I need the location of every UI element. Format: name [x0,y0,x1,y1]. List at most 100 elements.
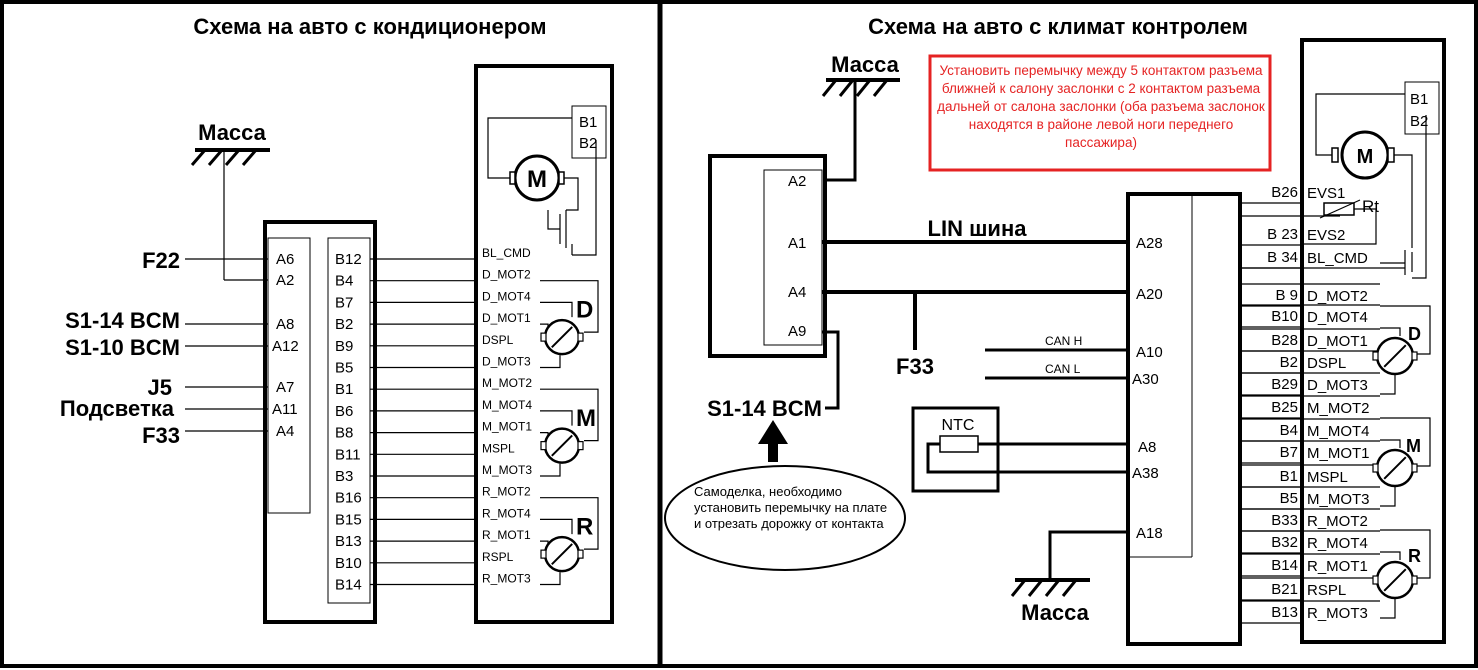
signal-label: D_MOT1 [1307,333,1368,350]
pin-label: A8 [276,316,294,333]
motor-lead [540,355,561,369]
motor-lead [540,463,561,477]
signal-label: R_MOT2 [482,485,531,499]
motor-loop [540,388,599,442]
signal-label: M_MOT2 [1307,400,1370,417]
motor-shaft [1383,456,1407,480]
pin-label: B8 [335,425,353,442]
input-j5: J5 [148,375,172,400]
pin-label: B9 [335,338,353,355]
right-control-unit [1126,192,1242,646]
left-control-unit [263,220,377,624]
motor-lead [1380,599,1396,619]
signal-label: M_MOT1 [1307,445,1370,462]
motor-lead [1380,375,1396,395]
pin-label: A4 [276,423,294,440]
right-ecu-connector [763,169,823,346]
pin-label: B3 [335,468,353,485]
right-damper-motors: DMR [1372,305,1431,619]
motor-label: D [1408,324,1421,344]
pin-label: B5 [335,360,353,377]
signal-label: D_MOT3 [482,355,531,369]
right-blower-pin: B1 [1410,91,1428,108]
signal-label: D_MOT4 [482,289,531,303]
motor-lead [540,301,573,318]
motor-loop [1380,417,1431,467]
right-ctrl-pins: A28 A20 A10 A30 A8 A38 A18 [1132,235,1163,542]
pin-label: B4 [335,273,353,290]
left-blower-connector [571,105,607,159]
pin-label: A7 [276,379,294,396]
pin-label: B28 [1271,332,1298,349]
left-actuator-box [474,64,614,624]
motor-lead [540,323,549,328]
signal-label: R_MOT2 [1307,513,1368,530]
ecu-pin: A4 [788,284,806,301]
signal-label: BL_CMD [1307,250,1368,267]
motor-lead [540,572,561,586]
right-blower-pin: B2 [1410,113,1428,130]
left-damper-motors: DMR [540,280,599,586]
left-ground-label: Масса [198,120,267,145]
signal-label: R_MOT1 [482,528,531,542]
motor-terminal [1411,351,1418,361]
pin-label: B25 [1271,399,1298,416]
pin-label: B16 [335,490,362,507]
pin-label: A12 [272,338,299,355]
blower-motor-label: M [527,166,547,193]
motor-label: D [576,297,593,324]
motor-terminal [1372,351,1379,361]
pin-label: B1 [335,381,353,398]
bubble-text: Самоделка, необходимо установить перемыч… [694,484,888,531]
signal-label: EVS2 [1307,227,1345,244]
pin-label: B33 [1271,512,1298,529]
signal-label: M_MOT4 [1307,423,1370,440]
motor-shaft [551,434,573,457]
note-text: Установить перемычку между 5 контактом р… [937,63,1265,150]
pin-label: B6 [335,403,353,420]
damper-motor: M [1372,436,1421,488]
pin-label: B 23 [1267,226,1298,243]
pin-label: B26 [1271,184,1298,201]
signal-label: M_MOT3 [1307,491,1370,508]
signal-label: R_MOT1 [1307,558,1368,575]
motor-terminal [1372,575,1379,585]
pin-label: B4 [1280,422,1298,439]
ecu-pin: A2 [788,173,806,190]
right-ground-top-label: Масса [831,52,900,77]
signal-label: M_MOT2 [482,376,532,390]
motor-lead [1380,439,1401,448]
left-conn-b-wires: BL_CMDD_MOT2D_MOT4D_MOT1DSPLD_MOT3M_MOT2… [370,246,532,586]
ecu-pin: A9 [788,323,806,340]
motor-lead [540,540,549,545]
ctrl-pin: A28 [1136,235,1163,252]
ctrl-pin: A30 [1132,371,1159,388]
pin-label: A11 [272,401,298,418]
input-s1-14: S1-14 BCM [65,308,180,333]
pin-label: B12 [335,251,362,268]
pin-label: A6 [276,251,294,268]
motor-lead [1380,551,1401,560]
signal-label: EVS1 [1307,185,1345,202]
right-note: Установить перемычку между 5 контактом р… [928,54,1272,172]
pin-label: B13 [335,533,362,550]
ctrl-pin: A38 [1132,465,1159,482]
right-ground-bottom: Масса [1010,530,1130,625]
ntc-label: NTC [942,417,975,434]
left-ground-symbol: Масса [190,120,270,281]
motor-terminal [1372,463,1379,473]
signal-label: D_MOT4 [1307,309,1368,326]
signal-label: M_MOT4 [482,398,532,412]
blower-pin-b1: B1 [579,114,597,131]
left-connector-a [267,237,311,514]
ctrl-pin: A10 [1136,344,1163,361]
input-f33: F33 [142,423,180,448]
rt-label: Rt [1362,197,1379,216]
motor-label: M [1406,436,1421,456]
signal-label: D_MOT1 [482,311,531,325]
left-title: Схема на авто с кондиционером [193,14,546,39]
pin-label: B5 [1280,490,1298,507]
right-ground-top: Масса [821,52,900,182]
bubble-note: Самоделка, необходимо установить перемыч… [664,465,906,571]
